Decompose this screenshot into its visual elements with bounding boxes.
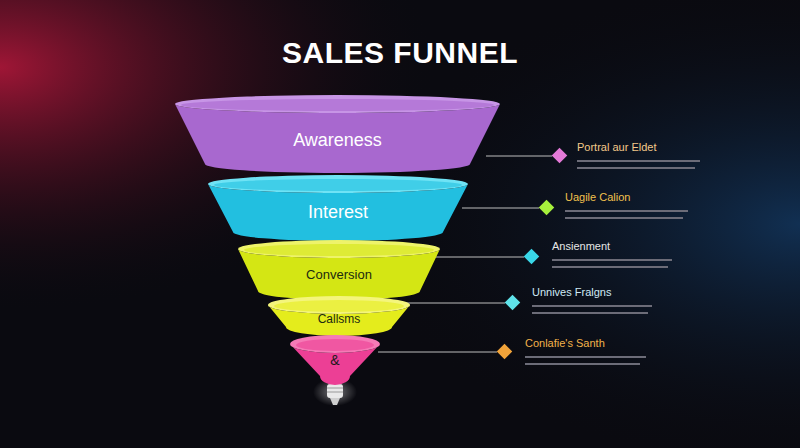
title: SALES FUNNEL bbox=[0, 36, 800, 70]
body-text-lines bbox=[525, 161, 700, 364]
stage-name: Callsms bbox=[318, 312, 361, 326]
stage-name: & bbox=[330, 352, 339, 368]
band-rim-inner bbox=[244, 244, 434, 256]
band-rim bbox=[208, 175, 468, 193]
diamond-markers bbox=[497, 148, 568, 360]
callout-heading: Unnives Fralgns bbox=[532, 286, 611, 298]
funnel-band: Awareness bbox=[175, 95, 500, 173]
band-rim bbox=[268, 296, 410, 314]
band-rim-inner bbox=[274, 300, 404, 312]
stage-name: Conversion bbox=[306, 267, 372, 282]
callout-heading: Portral aur Eldet bbox=[577, 141, 656, 153]
callout-heading: Ansienment bbox=[552, 240, 610, 252]
callout-heading: Uagile Calion bbox=[565, 191, 630, 203]
funnel-band: Callsms bbox=[268, 296, 410, 336]
band-rim bbox=[175, 95, 500, 113]
band-rim bbox=[290, 335, 380, 353]
funnel-band: & bbox=[290, 335, 380, 385]
stage-name: Interest bbox=[308, 202, 368, 223]
band-rim-inner bbox=[214, 179, 462, 191]
band-rim bbox=[238, 240, 440, 258]
stage-name: Awareness bbox=[293, 130, 382, 151]
band-body bbox=[175, 104, 500, 173]
band-rim-inner bbox=[296, 339, 374, 351]
funnel-band: Conversion bbox=[238, 240, 440, 300]
funnel-band: Interest bbox=[208, 175, 468, 241]
callout-heading: Conlafie's Santh bbox=[525, 337, 605, 349]
band-rim-inner bbox=[181, 99, 494, 111]
